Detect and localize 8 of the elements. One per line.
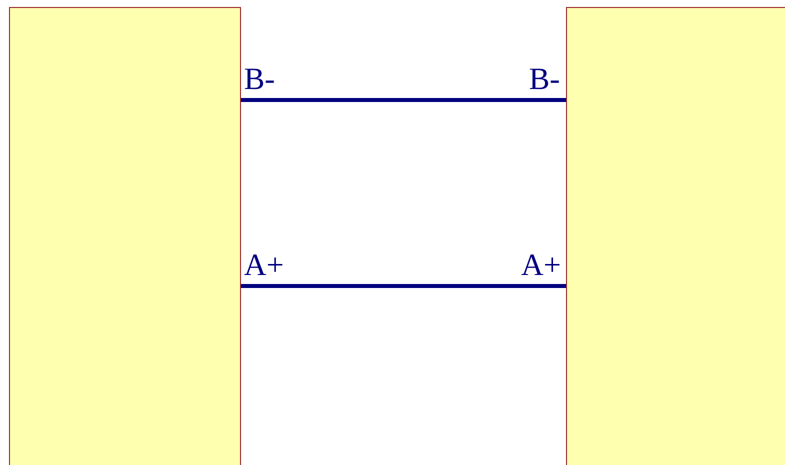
pin-label: A+ xyxy=(244,249,284,280)
component-block xyxy=(9,7,241,465)
pin-label: A+ xyxy=(521,249,561,280)
component-block xyxy=(566,7,785,465)
pin-label: B- xyxy=(529,63,560,94)
pin-label: B- xyxy=(244,63,275,94)
wire xyxy=(241,98,566,102)
wire xyxy=(241,284,566,288)
